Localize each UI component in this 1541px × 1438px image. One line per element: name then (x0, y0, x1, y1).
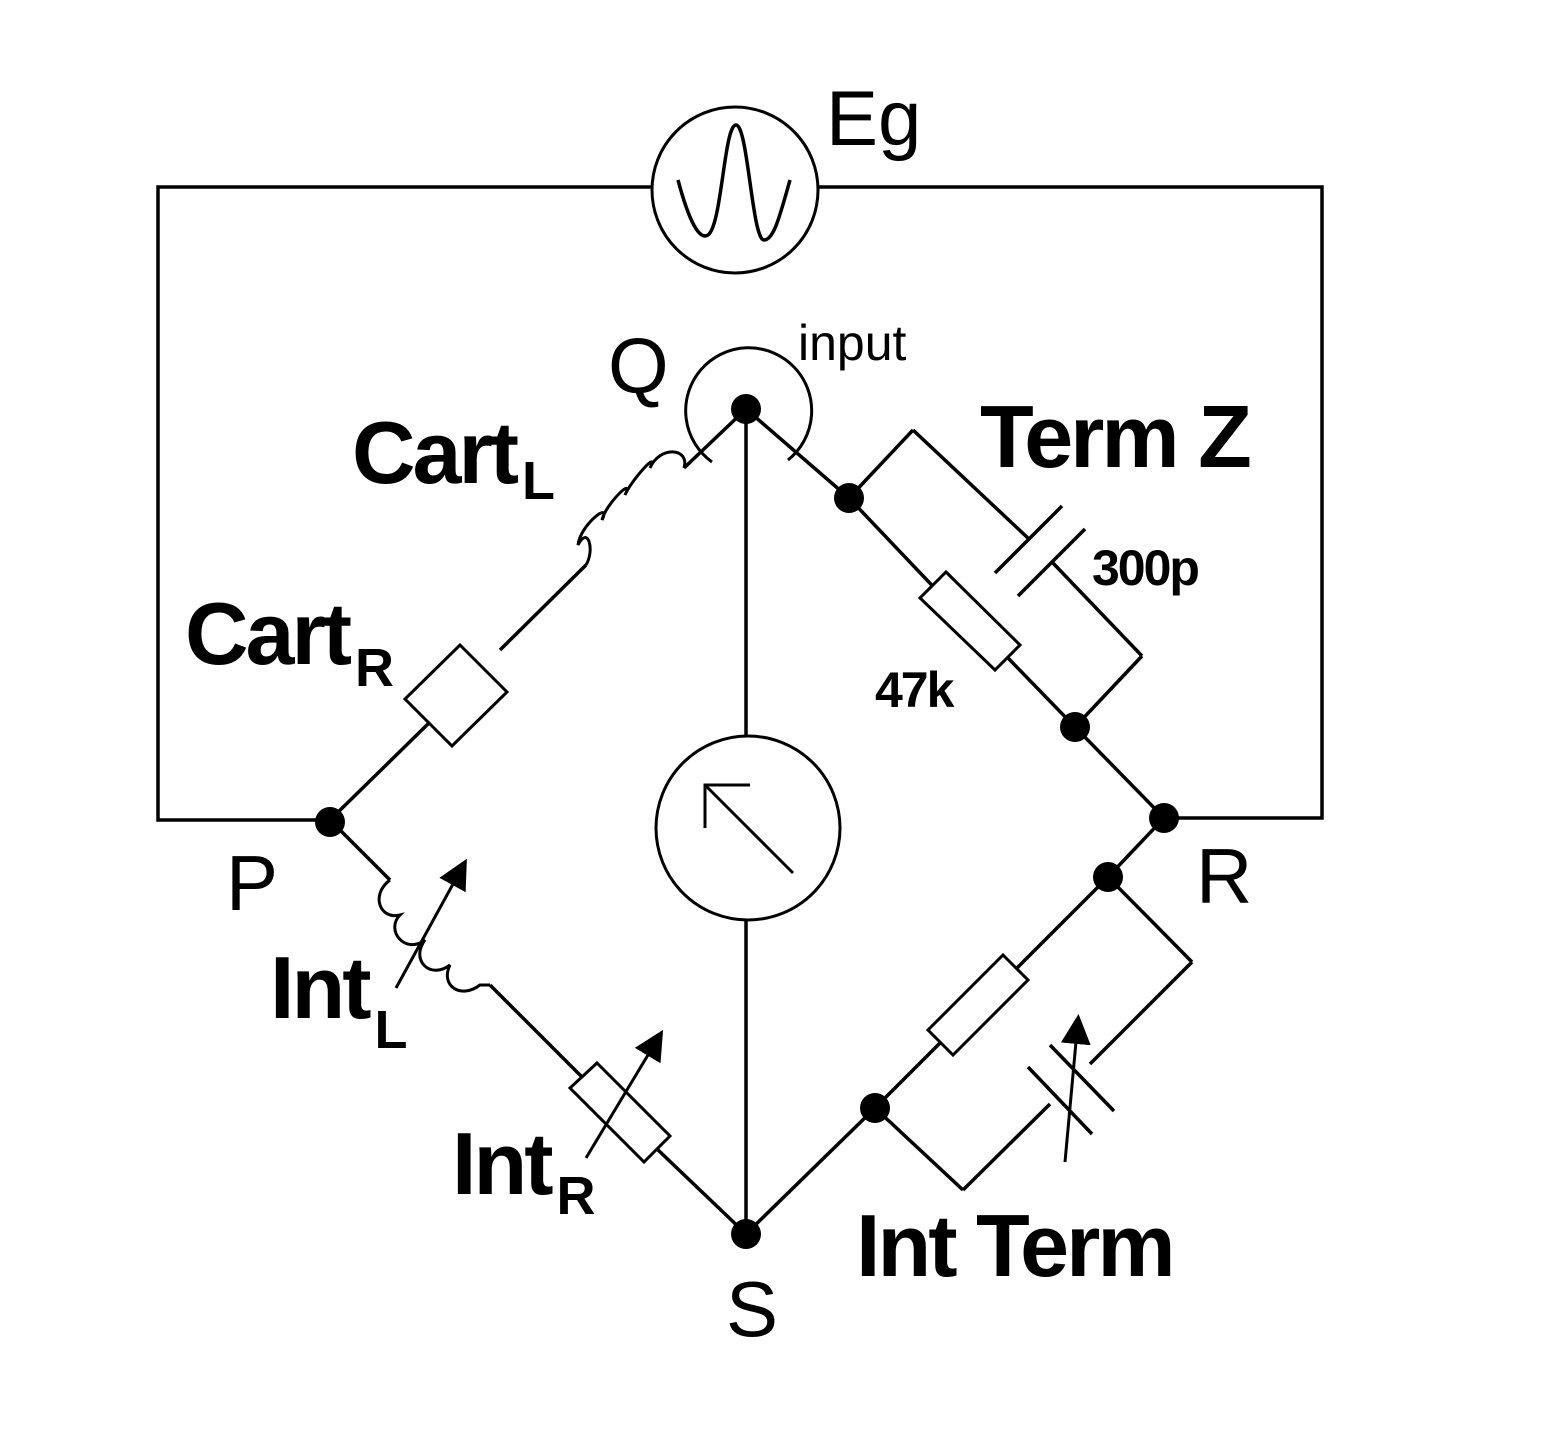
source-loop-wires (156, 185, 1324, 822)
branch-q-r-term-z (744, 407, 1166, 820)
node-r-label: R (1196, 832, 1252, 920)
int-term-adjust-arrow-icon (1060, 1014, 1091, 1163)
ac-generator-icon (650, 105, 820, 275)
resistor-value-label: 47k (875, 662, 955, 718)
junction-dots (315, 394, 1179, 1249)
capacitor-value-label: 300p (1092, 540, 1198, 596)
junction-term-z-top (834, 483, 864, 513)
junction-q (731, 394, 761, 424)
term-z-resistor-icon (917, 569, 1023, 673)
cart-r-resistor-icon (402, 642, 510, 749)
junction-s (731, 1219, 761, 1249)
junction-int-term-bottom (860, 1093, 890, 1123)
source-label: Eg (826, 74, 921, 162)
node-p-label: P (226, 839, 278, 927)
junction-p (315, 807, 345, 837)
int-term-capacitor-plate-b (1048, 1043, 1116, 1113)
int-term-resistor-icon (925, 952, 1031, 1058)
int-term-label: Int Term (856, 1196, 1173, 1295)
int-l-adjust-arrow-icon (394, 858, 467, 989)
int-l-inductor-icon (377, 878, 490, 993)
branch-r-s-int-term (744, 816, 1194, 1236)
galvanometer-branch (654, 409, 842, 1234)
input-label: input (798, 315, 907, 371)
node-q-label: Q (608, 322, 669, 410)
junction-int-term-top (1093, 862, 1123, 892)
junction-term-z-bottom (1060, 712, 1090, 742)
term-z-capacitor-plate-a (993, 504, 1064, 575)
cart-l-inductor-icon (576, 450, 687, 566)
node-s-label: S (726, 1265, 778, 1353)
int-r-resistor-icon (567, 1060, 673, 1165)
junction-r (1149, 803, 1179, 833)
input-connector-icon (684, 346, 814, 464)
int-term-capacitor-plate-a (1026, 1065, 1094, 1136)
branch-p-s (328, 818, 748, 1236)
int-r-adjust-arrow-icon (584, 1029, 664, 1159)
term-z-label: Term Z (980, 387, 1250, 486)
